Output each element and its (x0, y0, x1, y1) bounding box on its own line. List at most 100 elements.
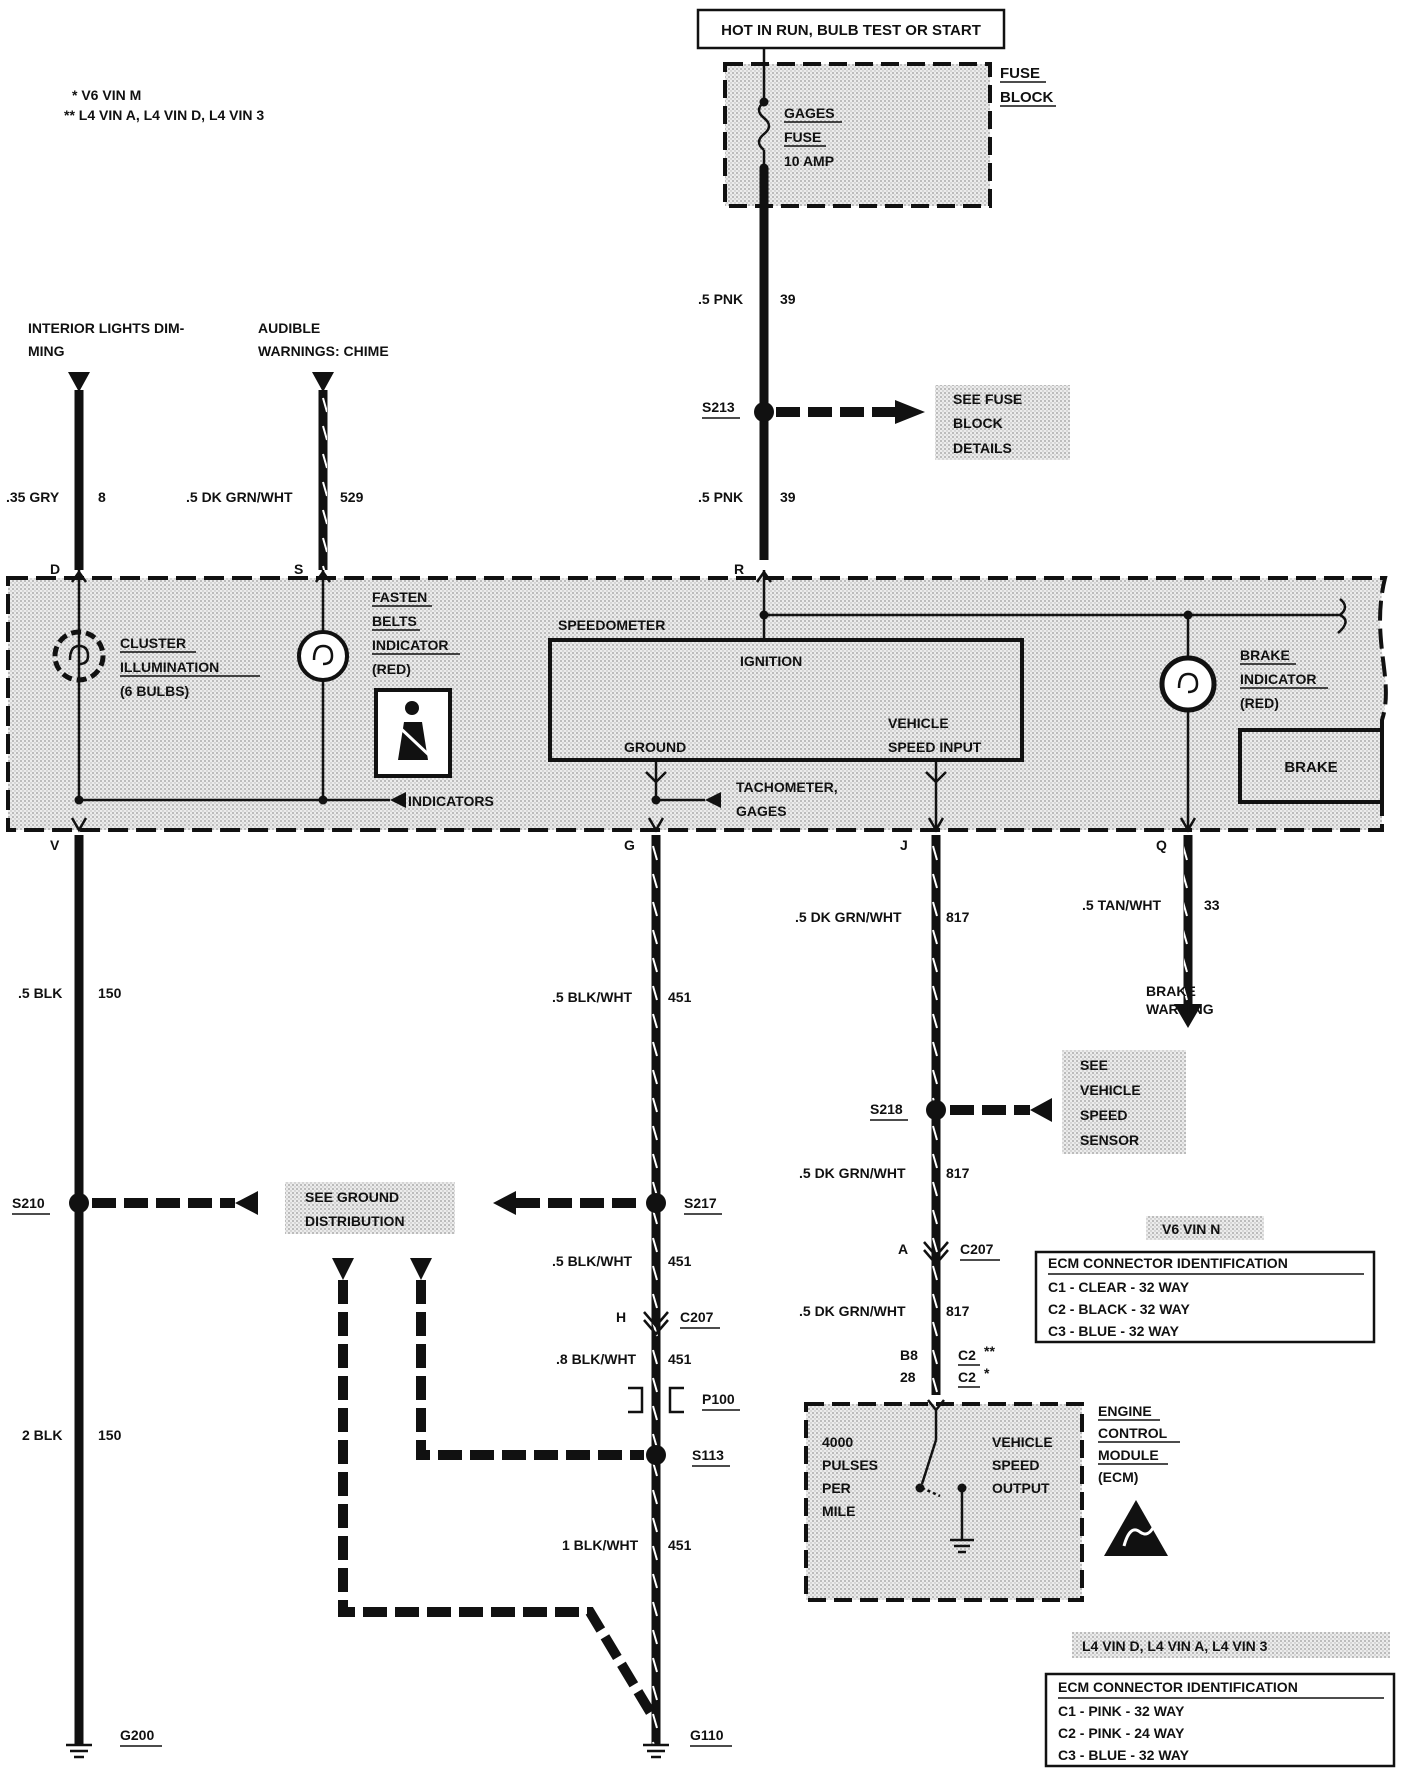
dest-brake-warning-2: WARNING (1146, 1001, 1214, 1017)
wire-tan-circuit: 33 (1204, 897, 1220, 913)
wire-blkwht-circuit-1: 451 (668, 989, 692, 1005)
connector-c2-b-mark: * (984, 1365, 990, 1381)
wire-blkwht-circuit-2: 451 (668, 1253, 692, 1269)
wire-vss-circuit-1: 817 (946, 909, 970, 925)
ecm-table-l4: L4 VIN D, L4 VIN A, L4 VIN 3 ECM CONNECT… (1044, 1632, 1396, 1768)
wire-blkwht-color-2: .5 BLK/WHT (552, 1253, 633, 1269)
ecm-table-l4-heading: L4 VIN D, L4 VIN A, L4 VIN 3 (1082, 1638, 1268, 1654)
ecm-table-l4-row: C1 - PINK - 32 WAY (1058, 1703, 1185, 1719)
indicators-label: INDICATORS (408, 793, 494, 809)
fuse-block: FUSE BLOCK GAGES FUSE 10 AMP (723, 48, 1056, 208)
fasten-belts-bulb-icon (297, 630, 349, 682)
wire-chime-circuit: 529 (340, 489, 364, 505)
svg-text:VEHICLE: VEHICLE (992, 1434, 1053, 1450)
brake-indicator-label-1: BRAKE (1240, 647, 1290, 663)
fuse-name-2: FUSE (784, 129, 821, 145)
ecm-table-v6: V6 VIN N ECM CONNECTOR IDENTIFICATION C1… (1034, 1216, 1376, 1344)
svg-text:VEHICLE: VEHICLE (1080, 1082, 1141, 1098)
svg-text:SENSOR: SENSOR (1080, 1132, 1139, 1148)
ecm-title-3: MODULE (1098, 1447, 1159, 1463)
ecm-table-v6-row: C2 - BLACK - 32 WAY (1048, 1301, 1191, 1317)
fuse-name-1: GAGES (784, 105, 835, 121)
ecm-module: 4000 PULSES PER MILE VEHICLE SPEED OUTPU… (804, 1399, 1084, 1602)
fuse-block-label-2: BLOCK (1000, 89, 1053, 106)
pin-d: D (50, 561, 60, 577)
splice-s113 (646, 1445, 666, 1465)
brake-bulb-icon (1159, 655, 1217, 713)
dest-chime-2: WARNINGS: CHIME (258, 343, 389, 359)
fasten-label-4: (RED) (372, 661, 411, 677)
wire-blkwht-circuit-4: 451 (668, 1537, 692, 1553)
speedometer-label: SPEEDOMETER (558, 617, 665, 633)
brake-lamp-box (1238, 728, 1384, 804)
svg-text:SEE: SEE (1080, 1057, 1108, 1073)
dest-dimming-1: INTERIOR LIGHTS DIM- (28, 320, 185, 336)
illumination-label-1: CLUSTER (120, 635, 186, 651)
wire-blkwht-color-3: .8 BLK/WHT (556, 1351, 637, 1367)
splice-s218-label: S218 (870, 1101, 903, 1117)
power-source-label: HOT IN RUN, BULB TEST OR START (721, 22, 981, 39)
wire-blk-circuit-2: 150 (98, 1427, 122, 1443)
note-l4: ** L4 VIN A, L4 VIN D, L4 VIN 3 (64, 107, 264, 123)
pin-b8: B8 (900, 1347, 918, 1363)
ground-icon (66, 1743, 92, 1759)
svg-text:MILE: MILE (822, 1503, 855, 1519)
power-source-box: HOT IN RUN, BULB TEST OR START (696, 8, 1006, 50)
ground-g110: G110 (690, 1727, 724, 1743)
ecm-table-v6-row: C1 - CLEAR - 32 WAY (1048, 1279, 1190, 1295)
ecm-table-v6-title: ECM CONNECTOR IDENTIFICATION (1048, 1255, 1288, 1271)
svg-text:SEE FUSE: SEE FUSE (953, 391, 1022, 407)
pin-g: G (624, 837, 635, 853)
connector-p100 (628, 1386, 684, 1414)
ecm-table-v6-row: C3 - BLUE - 32 WAY (1048, 1323, 1180, 1339)
wire-tan-color: .5 TAN/WHT (1082, 897, 1162, 913)
esd-warning-icon (1104, 1500, 1168, 1556)
ref-fuse-details: SEE FUSE BLOCK DETAILS (935, 385, 1070, 460)
connector-c2-a-mark: ** (984, 1343, 995, 1359)
wire-blk-color-2: 2 BLK (22, 1427, 62, 1443)
splice-s217-label: S217 (684, 1195, 717, 1211)
wire-blk-color-1: .5 BLK (18, 985, 62, 1001)
pin-h: H (616, 1309, 626, 1325)
wire-vss-circuit-2: 817 (946, 1165, 970, 1181)
ecm-table-l4-row: C2 - PINK - 24 WAY (1058, 1725, 1185, 1741)
wire-vss-color-2: .5 DK GRN/WHT (799, 1165, 906, 1181)
svg-text:OUTPUT: OUTPUT (992, 1480, 1050, 1496)
fasten-label-2: BELTS (372, 613, 417, 629)
ground-icon (950, 1538, 974, 1554)
wire-gry-circuit: 8 (98, 489, 106, 505)
splice-s210 (69, 1193, 89, 1213)
pin-r: R (734, 561, 744, 577)
connector-c207-a: C207 (960, 1241, 994, 1257)
pin-v: V (50, 837, 60, 853)
splice-s210-label: S210 (12, 1195, 45, 1211)
wire-vss-circuit-3: 817 (946, 1303, 970, 1319)
splice-s213-label: S213 (702, 399, 735, 415)
vsi-label-1: VEHICLE (888, 715, 949, 731)
ground-label: GROUND (624, 739, 686, 755)
ecm-title-4: (ECM) (1098, 1469, 1138, 1485)
tach-label-1: TACHOMETER, (736, 779, 838, 795)
splice-s218 (926, 1100, 946, 1120)
splice-s217 (646, 1193, 666, 1213)
svg-text:4000: 4000 (822, 1434, 853, 1450)
speedometer-box (548, 638, 1024, 762)
splice-s113-label: S113 (692, 1447, 724, 1463)
dest-dimming-2: MING (28, 343, 65, 359)
vsi-label-2: SPEED INPUT (888, 739, 982, 755)
tach-label-2: GAGES (736, 803, 787, 819)
pin-j: J (900, 837, 908, 853)
seatbelt-icon (374, 688, 452, 778)
wire-pnk-color-1: .5 PNK (698, 291, 743, 307)
wire-gry-color: .35 GRY (6, 489, 60, 505)
connector-c2-a: C2 (958, 1347, 976, 1363)
brake-indicator-label-3: (RED) (1240, 695, 1279, 711)
wire-blkwht-circuit-3: 451 (668, 1351, 692, 1367)
ecm-title-2: CONTROL (1098, 1425, 1168, 1441)
wire-pnk-circuit-2: 39 (780, 489, 796, 505)
pin-s: S (294, 561, 303, 577)
pin-28: 28 (900, 1369, 916, 1385)
ground-g200: G200 (120, 1727, 154, 1743)
ecm-table-l4-row: C3 - BLUE - 32 WAY (1058, 1747, 1190, 1763)
